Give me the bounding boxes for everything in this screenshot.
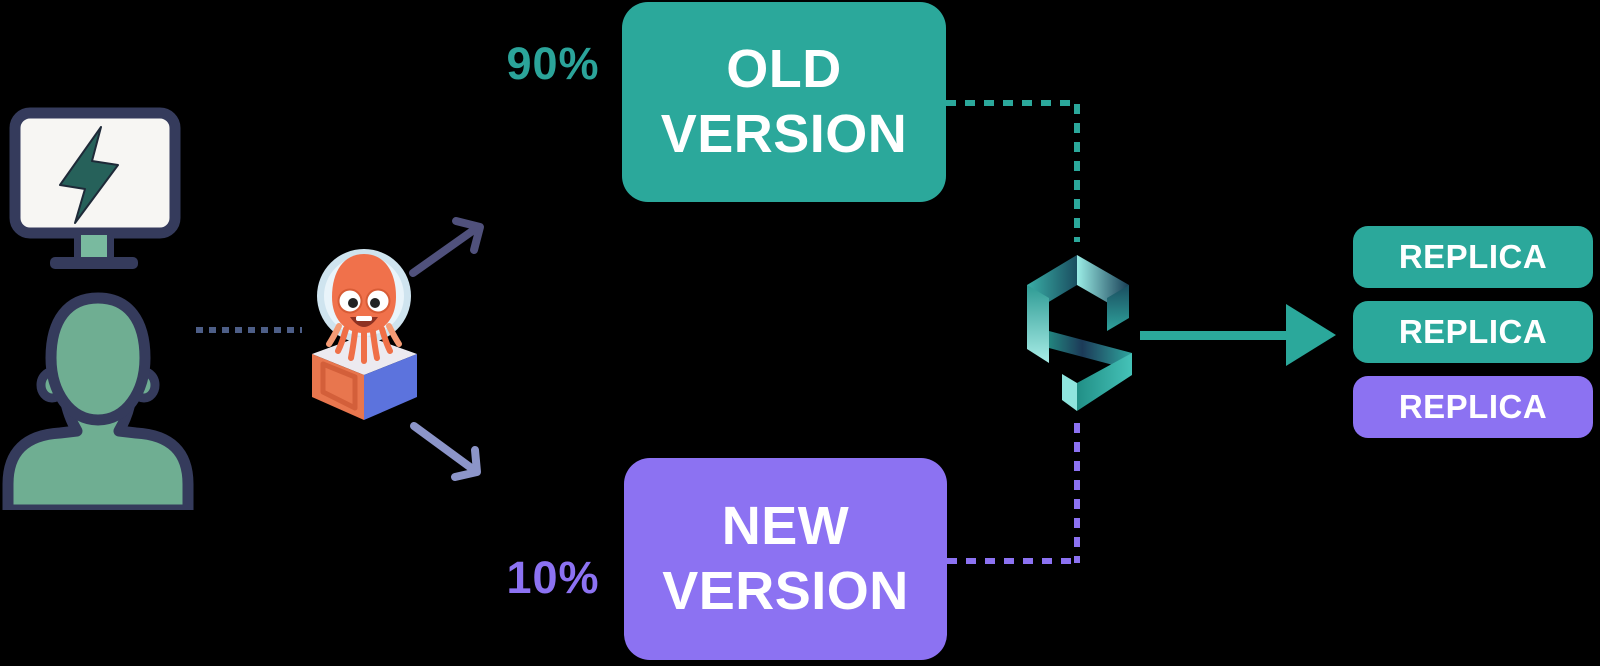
octopus-mascot-icon: [312, 249, 417, 420]
arrow-to-old-version: [409, 217, 484, 277]
new-version-line1: NEW: [721, 496, 850, 557]
replica-box-2: REPLICA: [1353, 301, 1593, 363]
new-version-dashed-line-h: [947, 558, 1077, 564]
old-version-dashed-line-h: [946, 100, 1076, 106]
old-version-line2: VERSION: [660, 104, 908, 164]
replica-label-3: REPLICA: [1398, 388, 1548, 425]
new-version-line2: VERSION: [662, 561, 909, 621]
replica-label-1: REPLICA: [1398, 238, 1548, 275]
monitor-lightning-icon: [9, 107, 181, 269]
new-version-box: NEW VERSION: [624, 458, 947, 660]
old-version-box: OLD VERSION: [622, 2, 946, 202]
replica-label-2: REPLICA: [1398, 313, 1548, 350]
replica-box-1: REPLICA: [1353, 226, 1593, 288]
arrow-to-new-version: [410, 422, 481, 481]
new-version-dashed-line-v: [1074, 423, 1080, 563]
old-version-dashed-line-v: [1074, 104, 1080, 242]
user-to-router-dashed-line: [196, 327, 302, 333]
new-version-percent-label: 10%: [506, 552, 600, 603]
service-to-replicas-arrow: [1140, 304, 1336, 366]
replica-box-3: REPLICA: [1353, 376, 1593, 438]
service-ribbon-logo: [1027, 255, 1132, 411]
old-version-percent-label: 90%: [506, 38, 600, 89]
old-version-line1: OLD: [726, 39, 842, 100]
user-icon: [2, 292, 194, 510]
